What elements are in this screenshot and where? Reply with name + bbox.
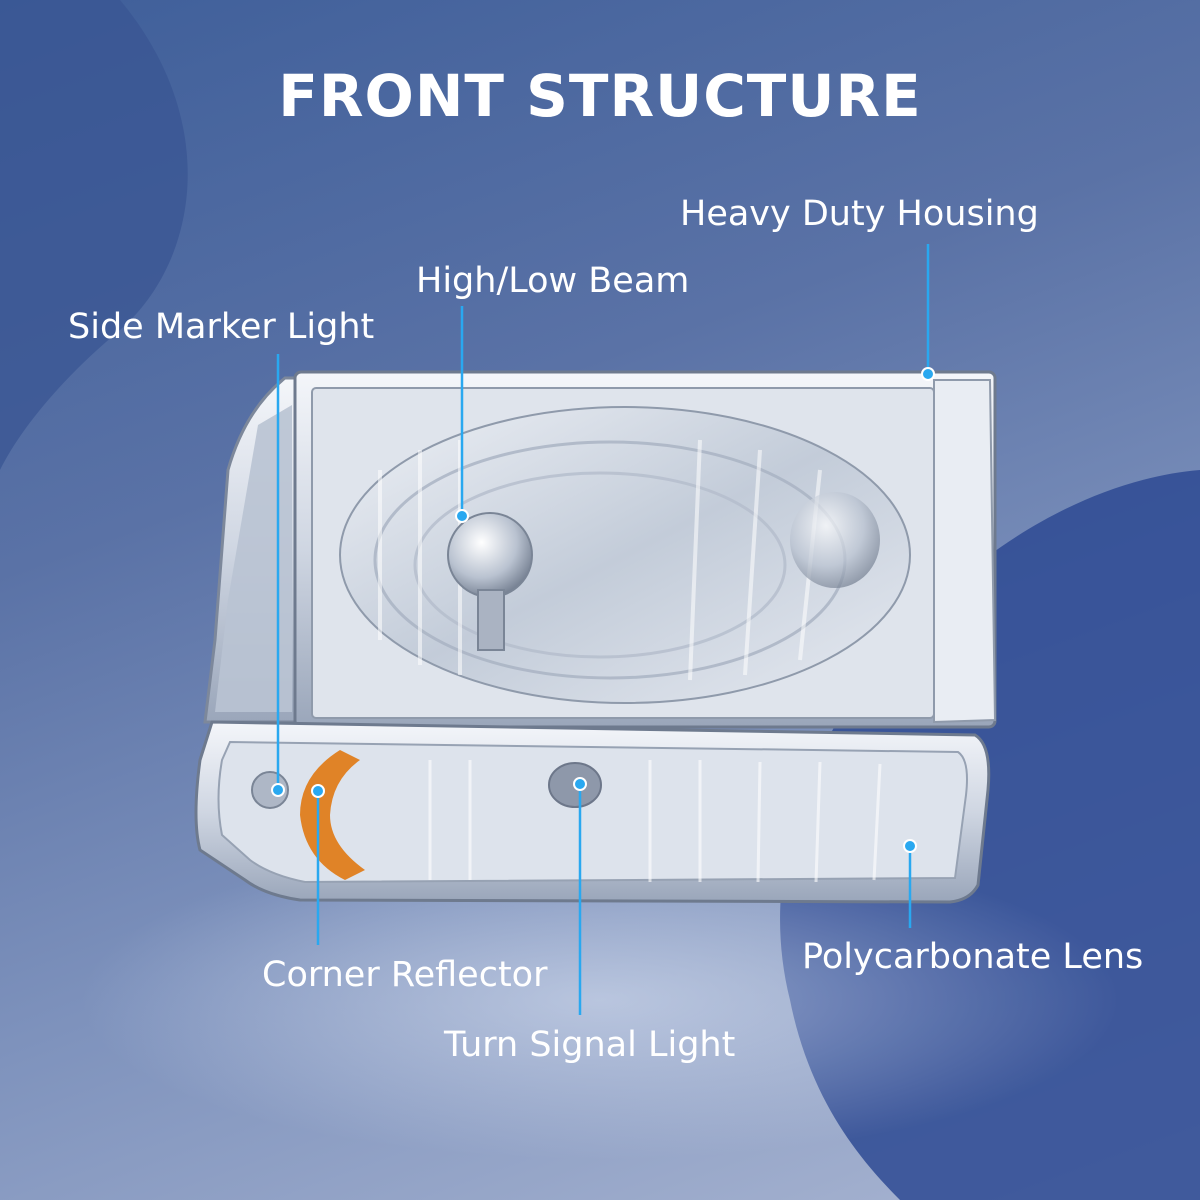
- headlight-assembly: [194, 370, 997, 904]
- callout-corner-reflector: Corner Reflector: [262, 955, 548, 995]
- bg-blob-left: [0, 0, 188, 470]
- bg-glow: [80, 840, 1120, 1160]
- bulb: [447, 512, 533, 598]
- callout-side-marker-light: Side Marker Light: [68, 307, 375, 347]
- turn-signal-bulb: [548, 762, 602, 808]
- callout-turn-signal-light: Turn Signal Light: [444, 1025, 736, 1065]
- page-title: FRONT STRUCTURE: [278, 62, 922, 130]
- side-marker-lens: [215, 405, 292, 712]
- callout-polycarbonate-lens: Polycarbonate Lens: [802, 937, 1144, 977]
- callout-high-low-beam: High/Low Beam: [416, 261, 690, 301]
- housing-end-cap: [933, 379, 997, 724]
- amber-reflector: [300, 750, 365, 880]
- callout-heavy-duty-housing: Heavy Duty Housing: [680, 194, 1039, 234]
